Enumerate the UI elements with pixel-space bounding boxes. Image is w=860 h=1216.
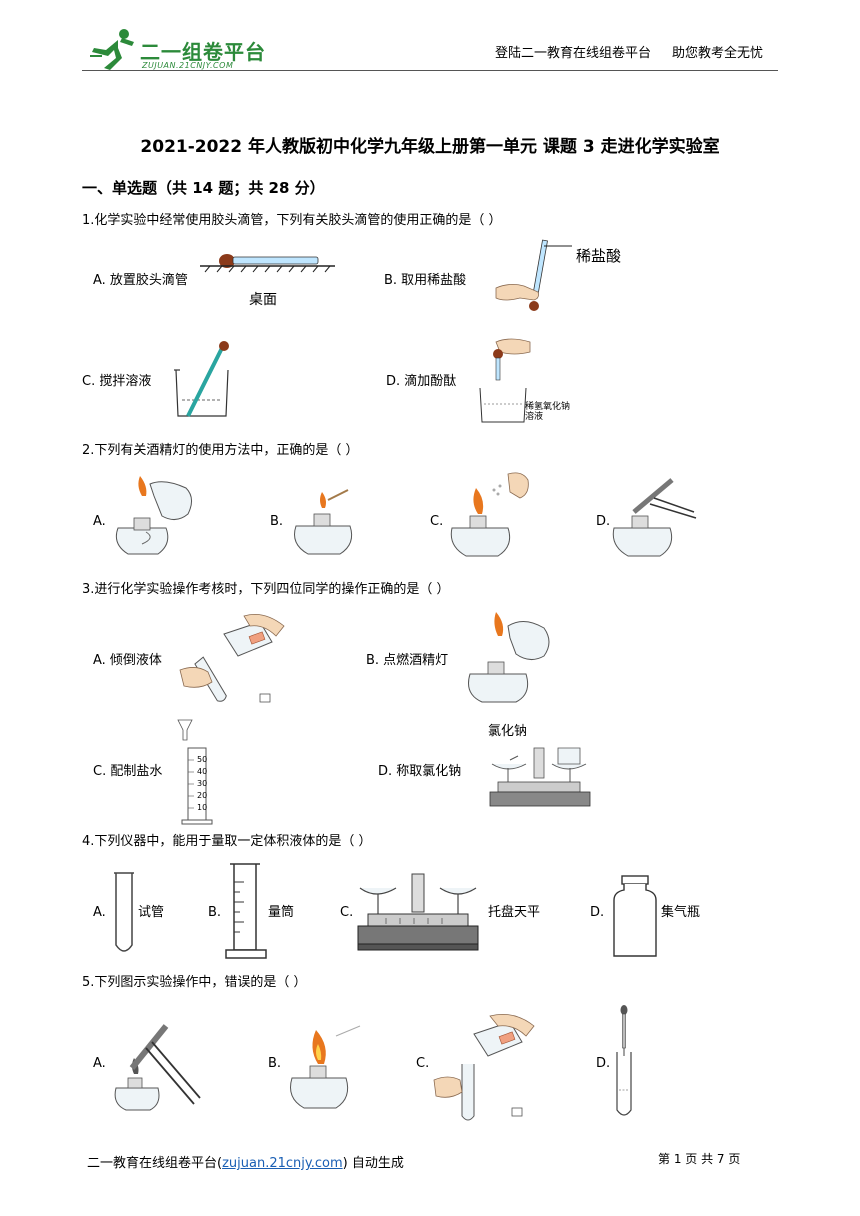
q1-option-c-label[interactable]: C. 搅拌溶液 bbox=[82, 374, 152, 389]
q2-option-d-label[interactable]: D. bbox=[596, 514, 611, 529]
question-1-stem: 1.化学实验中经常使用胶头滴管，下列有关胶头滴管的使用正确的是（ ） bbox=[82, 213, 502, 228]
q4-option-d-label[interactable]: D. bbox=[590, 905, 605, 920]
q1-option-b-label[interactable]: B. 取用稀盐酸 bbox=[384, 273, 467, 288]
header-link-login[interactable]: 登陆二一教育在线组卷平台 bbox=[495, 46, 652, 61]
q5-option-c-pouring-liquid-image bbox=[433, 1013, 535, 1121]
q1-option-d-adding-phenolphthalein-image bbox=[479, 338, 531, 423]
logo-text: 二一组卷平台 bbox=[140, 40, 266, 64]
site-logo[interactable]: 二一组卷平台 ZUJUAN.21CNJY.COM bbox=[88, 26, 288, 70]
footer-source: 二一教育在线组卷平台(zujuan.21cnjy.com) 自动生成 bbox=[87, 1156, 404, 1172]
q4-caption-gas-bottle: 集气瓶 bbox=[661, 905, 701, 920]
runner-logo-icon bbox=[90, 29, 134, 70]
question-4-stem: 4.下列仪器中，能用于量取一定体积液体的是（ ） bbox=[82, 834, 372, 849]
q2-option-b-lamp-lit-with-match-image bbox=[294, 489, 353, 555]
question-2-stem: 2.下列有关酒精灯的使用方法中，正确的是（ ） bbox=[82, 443, 359, 458]
q3-option-a-label[interactable]: A. 倾倒液体 bbox=[93, 653, 162, 668]
logo-subtext: ZUJUAN.21CNJY.COM bbox=[142, 61, 234, 70]
q4-tray-balance-image bbox=[357, 873, 479, 951]
cylinder-mark-30: 30 bbox=[197, 779, 208, 788]
q4-option-a-label[interactable]: A. bbox=[93, 905, 106, 920]
q5-option-a-label[interactable]: A. bbox=[93, 1056, 106, 1071]
cylinder-mark-50: 50 bbox=[197, 755, 208, 764]
footer-prefix: 二一教育在线组卷平台( bbox=[87, 1156, 223, 1171]
q1-caption-table: 桌面 bbox=[249, 292, 277, 308]
q3-option-d-weighing-balance-image bbox=[489, 747, 591, 807]
cylinder-mark-10: 10 bbox=[197, 803, 208, 812]
q2-option-c-blowing-out-lamp-image bbox=[450, 472, 529, 557]
q1-option-a-dropper-on-table-image bbox=[200, 254, 335, 273]
q4-test-tube-image bbox=[114, 872, 134, 952]
q2-option-d-heating-test-tube-image bbox=[612, 478, 697, 557]
q1-caption-hcl: 稀盐酸 bbox=[576, 247, 622, 265]
q4-caption-test-tube: 试管 bbox=[138, 905, 165, 920]
q3-caption-nacl: 氯化钠 bbox=[488, 724, 528, 739]
q2-option-a-lamp-lighting-from-another-image bbox=[115, 476, 192, 555]
q4-option-b-label[interactable]: B. bbox=[208, 905, 222, 920]
q1-option-c-stirring-beaker-image bbox=[174, 341, 229, 417]
q3-option-b-label[interactable]: B. 点燃酒精灯 bbox=[366, 653, 449, 668]
q5-option-a-heating-test-tube-image bbox=[114, 1024, 201, 1111]
q4-caption-balance: 托盘天平 bbox=[488, 905, 541, 920]
q3-option-c-graduated-cylinder-image bbox=[177, 719, 213, 825]
q4-caption-cylinder: 量筒 bbox=[268, 905, 295, 920]
q2-option-a-label[interactable]: A. bbox=[93, 514, 106, 529]
q3-option-d-label[interactable]: D. 称取氯化钠 bbox=[378, 764, 462, 779]
q1-caption-naoh: 稀氢氧化钠溶液 bbox=[525, 402, 571, 422]
q1-option-b-dropper-in-hand-image bbox=[495, 239, 572, 311]
q4-gas-collecting-bottle-image bbox=[613, 875, 657, 957]
footer-site-link[interactable]: zujuan.21cnjy.com bbox=[222, 1156, 343, 1171]
section-heading: 一、单选题（共 14 题；共 28 分） bbox=[82, 179, 325, 197]
q3-option-b-lamp-lighting-image bbox=[468, 612, 550, 703]
q5-option-b-lit-lamp-image bbox=[290, 1025, 361, 1109]
q5-option-c-label[interactable]: C. bbox=[416, 1056, 430, 1071]
page-number: 第 1 页 共 7 页 bbox=[658, 1152, 741, 1166]
q4-option-c-label[interactable]: C. bbox=[340, 905, 354, 920]
cylinder-mark-40: 40 bbox=[197, 767, 208, 776]
question-3-stem: 3.进行化学实验操作考核时，下列四位同学的操作正确的是（ ） bbox=[82, 582, 450, 597]
q5-option-d-label[interactable]: D. bbox=[596, 1056, 611, 1071]
q5-option-d-dropper-into-tube-image bbox=[616, 1005, 632, 1116]
cylinder-mark-20: 20 bbox=[197, 791, 208, 800]
q2-option-b-label[interactable]: B. bbox=[270, 514, 284, 529]
page-title: 2021-2022 年人教版初中化学九年级上册第一单元 课题 3 走进化学实验室 bbox=[140, 137, 720, 157]
header-divider bbox=[82, 70, 778, 71]
question-5-stem: 5.下列图示实验操作中，错误的是（ ） bbox=[82, 975, 307, 990]
q1-option-d-label[interactable]: D. 滴加酚酞 bbox=[386, 374, 457, 389]
q4-graduated-cylinder-image bbox=[225, 863, 267, 959]
header-slogan: 助您教考全无忧 bbox=[672, 46, 764, 61]
q3-option-a-pouring-liquid-image bbox=[179, 613, 285, 703]
q3-option-c-label[interactable]: C. 配制盐水 bbox=[93, 764, 163, 779]
footer-suffix: ) 自动生成 bbox=[342, 1156, 404, 1171]
q1-option-a-label[interactable]: A. 放置胶头滴管 bbox=[93, 273, 188, 288]
q2-option-c-label[interactable]: C. bbox=[430, 514, 444, 529]
q5-option-b-label[interactable]: B. bbox=[268, 1056, 282, 1071]
